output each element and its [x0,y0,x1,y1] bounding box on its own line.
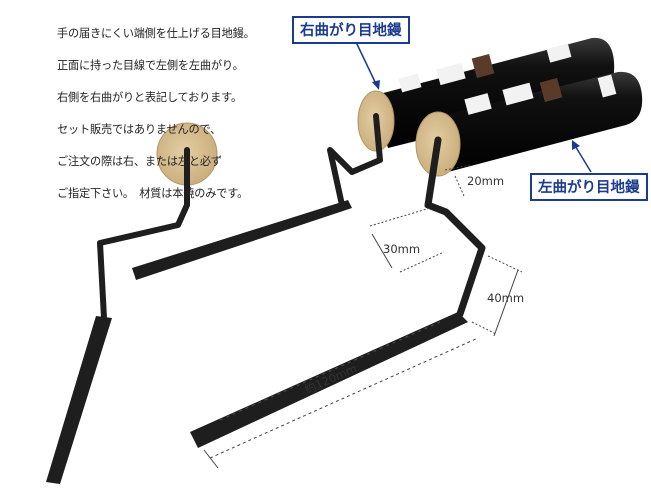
right-bend-label: 右曲がり目地鏝 [292,16,410,44]
right-blade [132,200,352,280]
left-handle [432,71,643,172]
left-bend-trowel [190,71,643,448]
description-line: 手の届きにくい端側を仕上げる目地鏝。 [57,27,255,40]
dimension-guides [203,164,523,469]
left-bend-label: 左曲がり目地鏝 [530,173,648,201]
right-tang [327,113,383,208]
description-line: 右側を右曲がりと表記しております。 [57,91,242,104]
right-label-leader [355,41,378,87]
end-view-trowel [46,122,218,484]
end-view-blade [46,316,112,484]
left-tang [424,136,486,318]
description-line: セット販売ではありませんので、 [57,123,222,136]
description-line: ご指定下さい。 材質は本焼のみです。 [57,187,249,200]
description-line: ご注文の際は右、または左と必ず [57,155,222,168]
left-label-leader [573,143,592,173]
right-label-arrowhead [372,80,380,90]
end-view-tang [97,147,190,321]
left-label-arrowhead [572,140,580,150]
dimension-30mm: 30mm [383,242,421,256]
dimension-40mm: 40mm [487,291,525,305]
description-text: 手の届きにくい端側を仕上げる目地鏝。 正面に持った目線で左側を左曲がり。 右側を… [57,10,297,218]
description-line: 正面に持った目線で左側を左曲がり。 [57,59,244,72]
left-blade [190,312,468,448]
dimension-20mm: 20mm [467,174,505,188]
